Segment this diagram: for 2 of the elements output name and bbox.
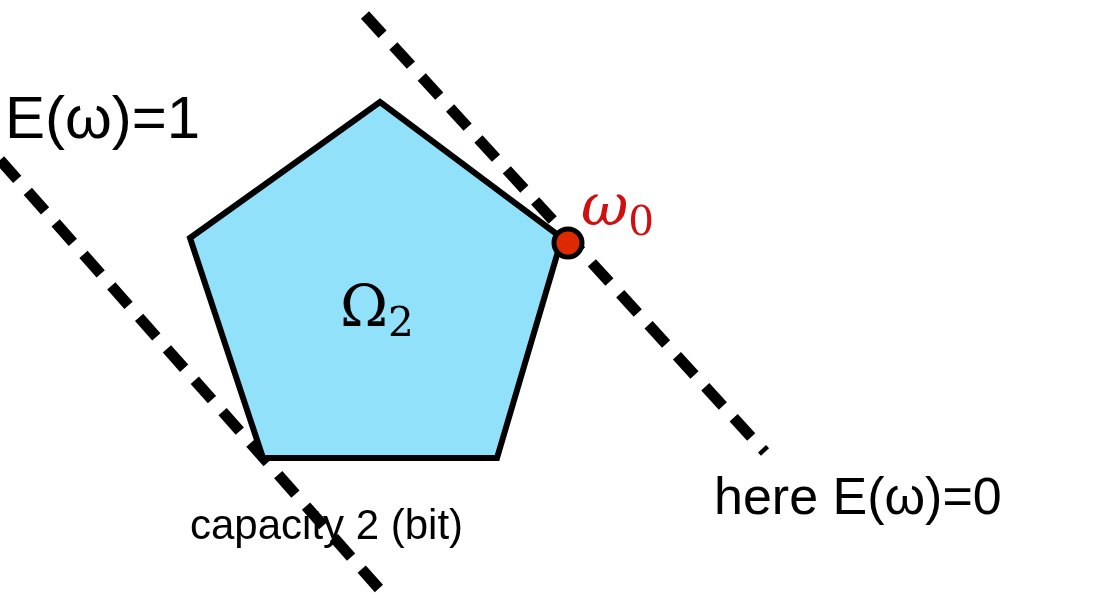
point-label: ω$_{0}$	[581, 176, 655, 242]
level-line-label: E(ω)=1	[5, 88, 201, 148]
